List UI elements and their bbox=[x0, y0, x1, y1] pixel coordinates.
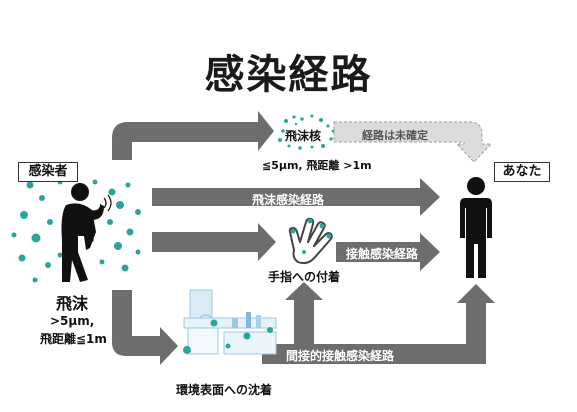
hand-icon bbox=[288, 217, 333, 265]
arrow-unconfirmed-route bbox=[333, 121, 493, 163]
droplet-distance: 飛距離≦1m bbox=[40, 332, 107, 346]
arrow-to-surface bbox=[112, 290, 178, 365]
droplet-route-label: 飛沫感染経路 bbox=[252, 193, 325, 207]
arrow-to-droplet-nuclei bbox=[112, 111, 274, 160]
page-title: 感染経路 bbox=[204, 52, 373, 98]
arrow-indirect-route bbox=[262, 284, 495, 364]
infected-label: 感染者 bbox=[18, 162, 78, 182]
surface-droplets bbox=[183, 319, 273, 354]
you-person-figure bbox=[460, 177, 492, 278]
arrow-surface-to-fingers bbox=[272, 282, 323, 364]
arrow-contact-route bbox=[336, 233, 440, 271]
droplet-size: >5μm, bbox=[50, 314, 95, 328]
sink-illustration bbox=[183, 289, 277, 355]
droplet-nuclei-dots bbox=[278, 114, 335, 150]
you-label: あなた bbox=[494, 162, 550, 182]
infected-person-figure bbox=[61, 183, 104, 282]
indirect-contact-route-label: 間接的接触感染経路 bbox=[286, 349, 395, 363]
droplet-nuclei-spec: ≦5μm, 飛距離 >1m bbox=[262, 159, 372, 172]
unconfirmed-route-label: 経路は未確定 bbox=[362, 129, 428, 142]
contact-route-label: 接触感染経路 bbox=[346, 247, 419, 261]
droplet-label: 飛沫 bbox=[56, 294, 89, 313]
arrow-droplet-route bbox=[152, 178, 440, 216]
finger-adhesion-label: 手指への付着 bbox=[268, 270, 341, 284]
arrow-to-fingers bbox=[152, 223, 276, 261]
finger-droplets bbox=[290, 218, 332, 254]
droplet-nuclei-label: 飛沫核 bbox=[285, 129, 322, 143]
surface-deposition-label: 環境表面への沈着 bbox=[176, 383, 273, 397]
